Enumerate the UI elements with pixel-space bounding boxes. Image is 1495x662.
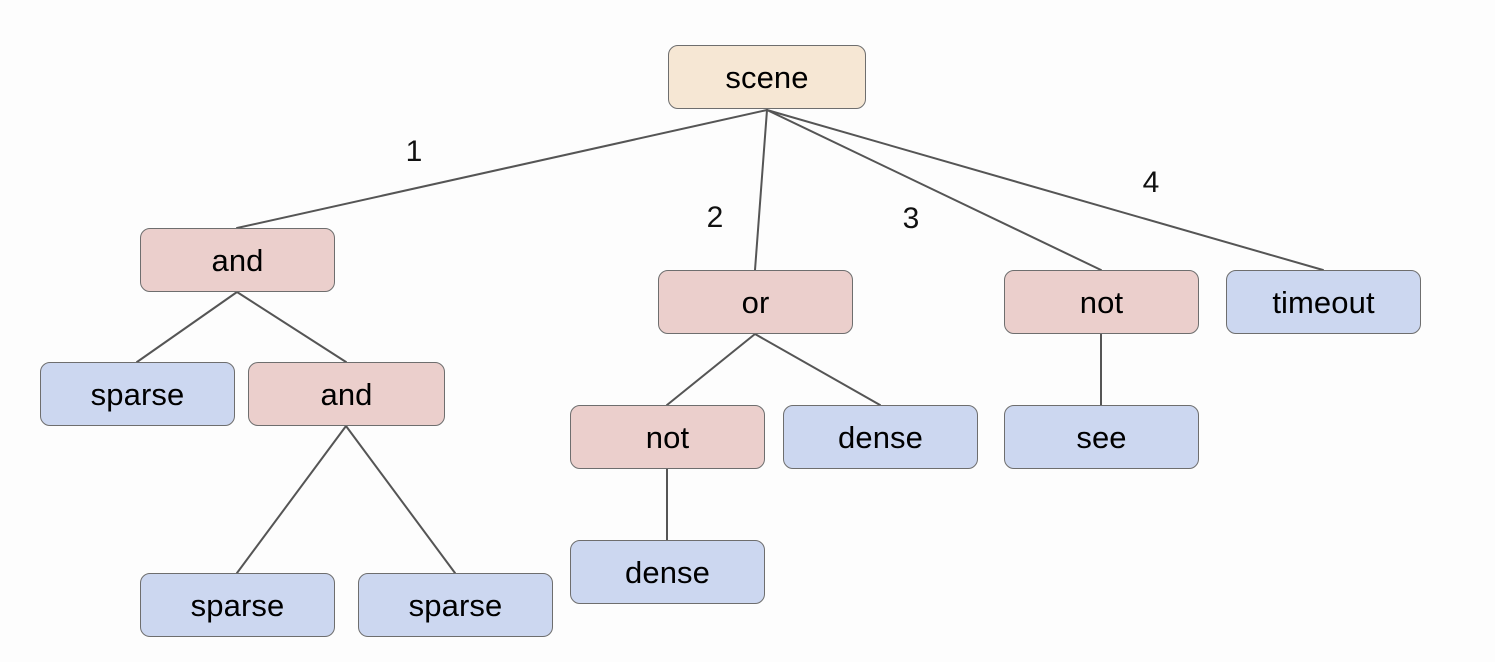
- tree-node-or1[interactable]: or: [658, 270, 853, 334]
- tree-node-and2[interactable]: and: [248, 362, 445, 426]
- edge-label-2: 2: [706, 201, 724, 234]
- tree-node-label: dense: [838, 419, 923, 455]
- tree-node-label: and: [320, 376, 373, 412]
- tree-node-label: or: [741, 284, 770, 320]
- tree-node-label: not: [1079, 284, 1124, 320]
- tree-node-dense1[interactable]: dense: [783, 405, 978, 469]
- tree-node-label: sparse: [408, 587, 503, 623]
- tree-edge-scene-timeout1: [766, 109, 1324, 271]
- tree-node-label: and: [211, 242, 264, 278]
- tree-node-label: sparse: [190, 587, 285, 623]
- edge-label-4: 4: [1142, 166, 1160, 199]
- tree-node-label: sparse: [90, 376, 185, 412]
- tree-edge-and2-sparse2: [236, 425, 347, 574]
- tree-node-sparse2[interactable]: sparse: [140, 573, 335, 637]
- tree-node-not2[interactable]: not: [1004, 270, 1199, 334]
- tree-edge-or1-dense1: [754, 333, 881, 406]
- tree-node-see1[interactable]: see: [1004, 405, 1199, 469]
- tree-edge-scene-and1: [236, 109, 768, 229]
- tree-node-and1[interactable]: and: [140, 228, 335, 292]
- tree-node-label: dense: [625, 554, 710, 590]
- tree-node-not1[interactable]: not: [570, 405, 765, 469]
- tree-node-sparse1[interactable]: sparse: [40, 362, 235, 426]
- tree-node-label: timeout: [1272, 284, 1375, 320]
- edge-label-1: 1: [405, 135, 423, 168]
- tree-node-dense2[interactable]: dense: [570, 540, 765, 604]
- tree-edge-and1-sparse1: [136, 291, 238, 363]
- tree-edge-and1-and2: [236, 291, 347, 363]
- tree-node-scene[interactable]: scene: [668, 45, 866, 109]
- tree-edge-scene-not2: [766, 109, 1102, 271]
- tree-edge-and2-sparse3: [345, 425, 456, 574]
- tree-edge-scene-or1: [754, 109, 768, 271]
- tree-node-label: not: [645, 419, 690, 455]
- tree-edge-or1-not1: [666, 333, 756, 406]
- tree-node-label: see: [1076, 419, 1127, 455]
- tree-node-sparse3[interactable]: sparse: [358, 573, 553, 637]
- tree-node-timeout1[interactable]: timeout: [1226, 270, 1421, 334]
- edge-label-3: 3: [902, 202, 920, 235]
- tree-node-label: scene: [725, 59, 809, 95]
